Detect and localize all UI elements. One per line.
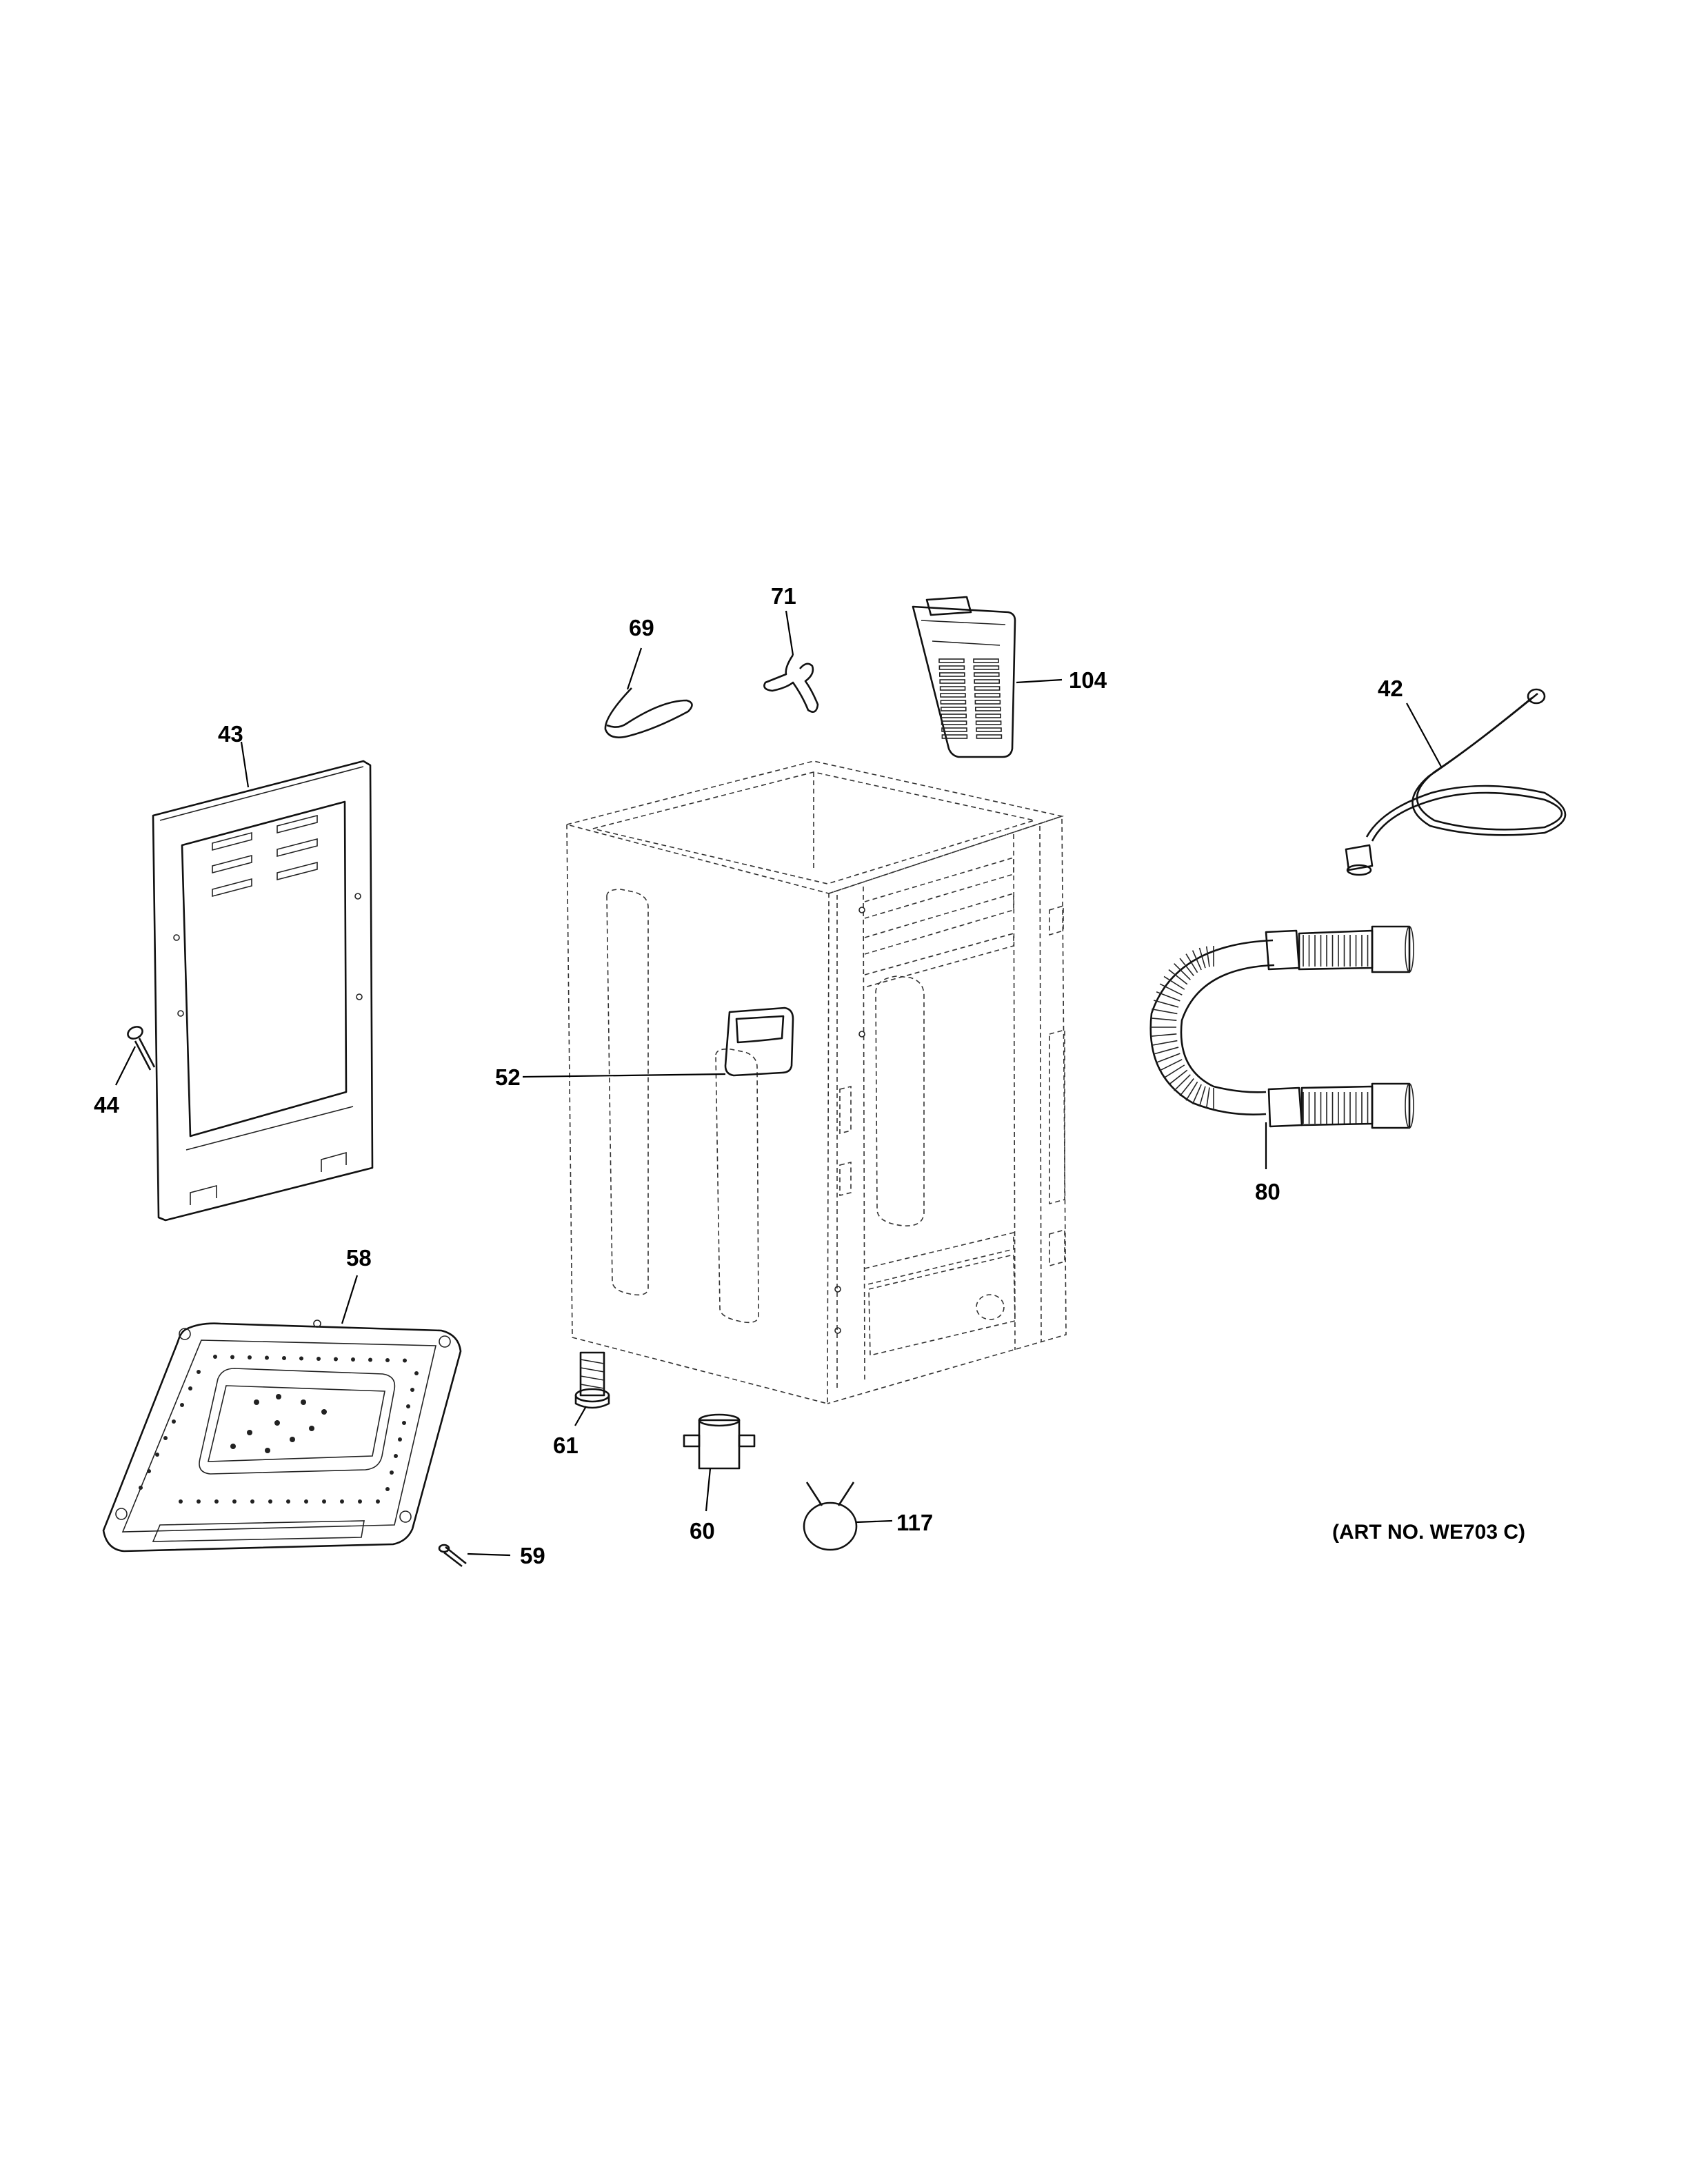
rear-panel-part-43 <box>152 760 374 1222</box>
bolt-part-61 <box>574 1351 610 1409</box>
callout-104: 104 <box>1069 667 1107 693</box>
callout-61: 61 <box>553 1433 579 1458</box>
base-plate-part-58 <box>102 1320 462 1553</box>
callout-59: 59 <box>520 1543 545 1568</box>
callout-60: 60 <box>690 1518 715 1544</box>
callout-71: 71 <box>771 583 796 609</box>
callout-69: 69 <box>629 615 654 640</box>
hose-clamp-part-117 <box>803 1482 858 1551</box>
callout-117: 117 <box>896 1510 933 1535</box>
inlet-hose-part-42 <box>1345 688 1567 876</box>
callout-42: 42 <box>1378 676 1403 701</box>
callout-58: 58 <box>346 1245 372 1271</box>
cabinet-outline <box>564 760 1067 1405</box>
callout-43: 43 <box>218 721 243 747</box>
damper-part-60 <box>683 1413 756 1470</box>
callout-44: 44 <box>94 1092 119 1118</box>
screw-part-59 <box>438 1544 467 1568</box>
spring-clip-part-71 <box>763 654 819 713</box>
wire-clip-part-69 <box>604 687 693 738</box>
leader-lines <box>115 610 1442 1557</box>
callout-52: 52 <box>495 1064 521 1090</box>
screw-part-44 <box>127 1026 156 1071</box>
filter-part-104 <box>912 596 1016 758</box>
drain-hose-part-80 <box>1149 925 1414 1129</box>
callout-80: 80 <box>1255 1179 1280 1204</box>
handle-part-52 <box>724 1007 794 1077</box>
art-number: (ART NO. WE703 C) <box>1332 1521 1525 1544</box>
